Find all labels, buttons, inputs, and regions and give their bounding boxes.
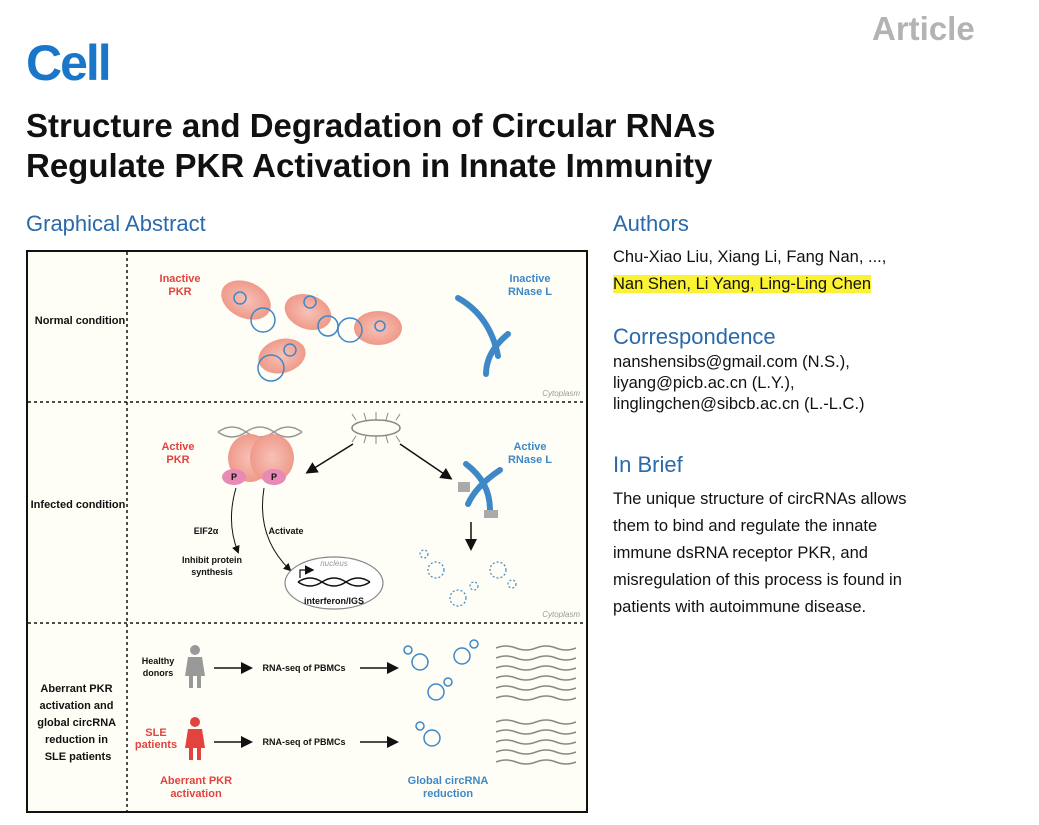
cytoplasm-label: Cytoplasm [542, 610, 580, 619]
in-brief-line: them to bind and regulate the innate [613, 517, 878, 535]
mrna-lines-healthy [495, 645, 577, 701]
interferon-label: interferon/IGS [304, 596, 364, 606]
row-label-infected: Infected condition [31, 499, 126, 511]
in-brief-line: misregulation of this process is found i… [613, 571, 902, 589]
journal-logo: Cell [26, 35, 112, 91]
author-nan-shen[interactable]: Nan Shen [613, 275, 687, 293]
circrna-cluster-healthy [403, 639, 479, 701]
cytoplasm-label: Cytoplasm [542, 389, 580, 398]
correspondence-list: nanshensibs@gmail.com (N.S.), liyang@pic… [613, 352, 865, 415]
in-brief-heading: In Brief [613, 452, 683, 477]
graphical-abstract-heading: Graphical Abstract [26, 211, 206, 236]
healthy-person-icon [185, 645, 205, 688]
author-li-yang[interactable]: Li Yang [695, 275, 751, 293]
circrna-cluster-sle [415, 721, 441, 747]
virus-icon [351, 412, 401, 444]
email-ns[interactable]: nanshensibs@gmail.com (N.S.), [613, 353, 850, 371]
row-label-normal: Normal condition [35, 315, 126, 327]
eif2a-label: EIF2α [194, 526, 219, 536]
nucleus-label: nucleus [320, 559, 348, 568]
inactive-pkr-circrna-complexes [221, 280, 402, 382]
correspondence-heading: Correspondence [613, 324, 776, 349]
mrna-lines-sle [495, 719, 577, 765]
article-title: Structure and Degradation of Circular RN… [26, 106, 1006, 186]
graphical-abstract-svg: Normal condition Infected condition Aber… [28, 252, 586, 811]
in-brief-line: immune dsRNA receptor PKR, and [613, 544, 868, 562]
in-brief-line: The unique structure of circRNAs allows [613, 490, 907, 508]
title-line-2: Regulate PKR Activation in Innate Immuni… [26, 147, 713, 184]
article-type-label: Article [872, 10, 975, 47]
graphical-abstract-figure: Normal condition Infected condition Aber… [26, 250, 588, 813]
inactive-rnase-l-shape [455, 295, 511, 377]
row-label-aberrant: Aberrant PKR activation and global circR… [37, 683, 119, 763]
author-ling-ling-chen[interactable]: Ling-Ling Chen [759, 275, 872, 293]
authors-heading: Authors [613, 211, 689, 236]
author-separator: , [686, 275, 696, 293]
author-separator: , [750, 275, 760, 293]
in-brief-line: patients with autoimmune disease. [613, 598, 867, 616]
nucleus-shape [284, 556, 384, 610]
rnaseq-label: RNA-seq of PBMCs [262, 737, 345, 747]
authors-line-1: Chu-Xiao Liu, Xiang Li, Fang Nan, ..., [613, 248, 887, 266]
phosphate-label: P [231, 472, 237, 482]
activate-label: Activate [268, 526, 303, 536]
phosphate-label: P [271, 472, 277, 482]
degraded-circrna-fragments [419, 549, 517, 607]
email-ly[interactable]: liyang@picb.ac.cn (L.Y.), [613, 374, 795, 392]
rnaseq-label: RNA-seq of PBMCs [262, 663, 345, 673]
authors-line-2: Nan Shen, Li Yang, Ling-Ling Chen [613, 274, 872, 295]
email-llc[interactable]: linglingchen@sibcb.ac.cn (L.-L.C.) [613, 395, 865, 413]
active-rnase-l-shape [458, 461, 503, 518]
sle-patient-icon [185, 717, 205, 760]
active-pkr-dimer [222, 434, 294, 485]
in-brief-text: The unique structure of circRNAs allows … [613, 486, 1008, 621]
title-line-1: Structure and Degradation of Circular RN… [26, 107, 716, 144]
dsrna-helix-icon [217, 426, 303, 438]
